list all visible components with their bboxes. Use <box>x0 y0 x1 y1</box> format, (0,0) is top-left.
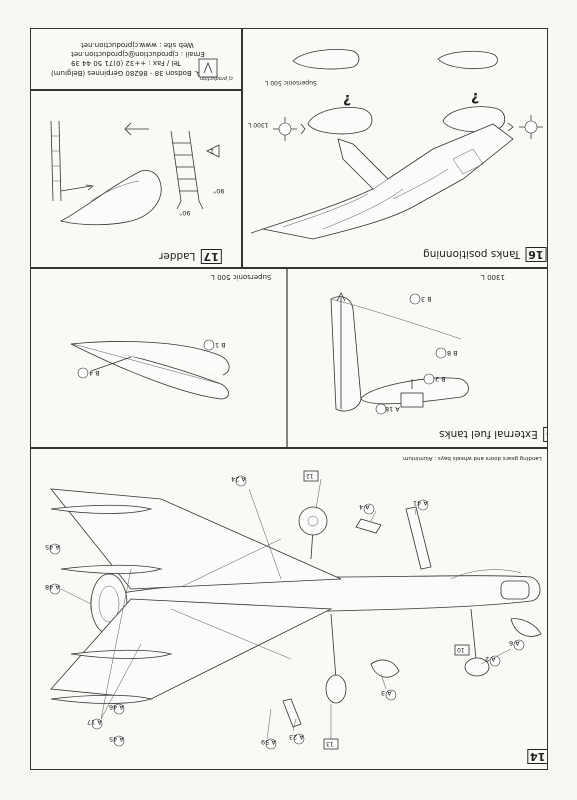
fuel-tanks-illustration <box>70 269 469 447</box>
address-line-3: Email : cjproduction@cjproduction.net <box>71 50 205 58</box>
gear-doors <box>282 506 542 728</box>
question-mark-right: ? <box>471 89 480 105</box>
address-line-1: Rue A. Bodson 38 - 86280 Gerpinnes (Belg… <box>51 69 217 77</box>
part-label-a17: A 17 <box>87 718 102 726</box>
step-15-fuel-tanks-panel: 1300 L Supersonic 500 L B 3 B 8 B 2 A 18… <box>30 268 548 448</box>
step-16-header: 16 Tanks positionning <box>423 247 547 266</box>
cockpit-with-ladder <box>50 120 162 226</box>
step-17-title: Ladder <box>159 250 196 262</box>
part-label-a3: A 3 <box>381 689 392 697</box>
step-14-main-assembly-panel: Landing gears doors and wheels bays : Al… <box>30 448 548 770</box>
step-reference: 1 <box>210 147 215 155</box>
part-label-b1: B 1 <box>215 341 226 349</box>
aircraft-underside <box>250 123 514 240</box>
tanks-positioning-illustration <box>250 49 543 240</box>
part-label-a24: A 24 <box>231 475 246 483</box>
part-label-a41: A 41 <box>413 499 428 507</box>
step-16-tanks-panel: Supersonic 500 L 1300 L ? ? 16 Tanks pos… <box>242 28 548 268</box>
ladder-illustration <box>50 120 220 226</box>
step-15-number: 15 <box>542 427 547 442</box>
part-label-13: 13 <box>326 740 334 747</box>
insert-arrow <box>124 122 149 136</box>
gear-doors-note: Landing gears doors and wheels bays : Al… <box>403 455 542 461</box>
part-label-b4: B 4 <box>89 369 100 377</box>
1300l-tank-assembly <box>330 292 469 415</box>
part-label-a23: A 23 <box>289 733 304 741</box>
part-label-a2: A 2 <box>485 655 496 663</box>
part-label-a6: A 6 <box>509 639 520 647</box>
step-15-title: External fuel tanks <box>439 428 538 440</box>
company-logo: cj production <box>196 57 236 81</box>
step-16-title: Tanks positionning <box>423 248 521 260</box>
step-14-number: 14 <box>527 749 547 764</box>
company-header: Rue A. Bodson 38 - 86280 Gerpinnes (Belg… <box>30 28 242 90</box>
step-17-header: 17 Ladder <box>159 249 222 267</box>
part-label-a45-bottom: A 45 <box>109 735 124 743</box>
drop-tanks <box>50 504 173 704</box>
tank-1300-label: 1300 L <box>248 121 269 128</box>
part-label-b2: B 2 <box>435 375 446 383</box>
part-circles <box>49 475 525 750</box>
step-15-header: 15 External fuel tanks <box>439 427 547 446</box>
part-label-a48: A 48 <box>45 583 60 591</box>
ladder-part <box>170 130 204 210</box>
landing-gear <box>298 506 490 704</box>
aircraft-assembly-illustration <box>49 470 542 750</box>
part-label-a18: A 18 <box>385 405 400 413</box>
question-mark-left: ? <box>343 91 352 107</box>
step-14-header: 14 <box>527 749 547 768</box>
address-line-2: Tel / Fax : ++32 (0)71 50 44 39 <box>71 59 181 67</box>
tank-1300-title: 1300 L <box>481 273 505 281</box>
angle-label-1: 90° <box>179 209 191 217</box>
part-label-a59: A 59 <box>261 738 276 746</box>
address-line-4: Web site : www.cjproduction.net <box>81 41 194 49</box>
step-17-ladder-panel: 1 90° 90° 17 Ladder <box>30 90 242 268</box>
supersonic-tank-assembly <box>70 339 230 400</box>
logo-text: cj production <box>200 75 233 81</box>
part-label-10: 10 <box>457 646 465 653</box>
supersonic-tank-top <box>292 49 498 70</box>
step-16-number: 16 <box>525 247 547 262</box>
wings <box>50 488 342 700</box>
part-label-12: 12 <box>306 472 314 479</box>
part-label-b8: B 8 <box>447 349 458 357</box>
part-label-a4: A 4 <box>359 503 370 511</box>
step-17-number: 17 <box>200 249 222 264</box>
part-label-a46: A 46 <box>109 703 124 711</box>
supersonic-title: Supersonic 500 L <box>211 273 272 281</box>
part-label-b3: B 3 <box>421 295 432 303</box>
part-label-a45-top: A 45 <box>45 543 60 551</box>
angle-label-2: 90° <box>213 187 225 195</box>
supersonic-500-label: Supersonic 500 L <box>265 79 317 86</box>
step-reference-tag <box>206 144 220 158</box>
